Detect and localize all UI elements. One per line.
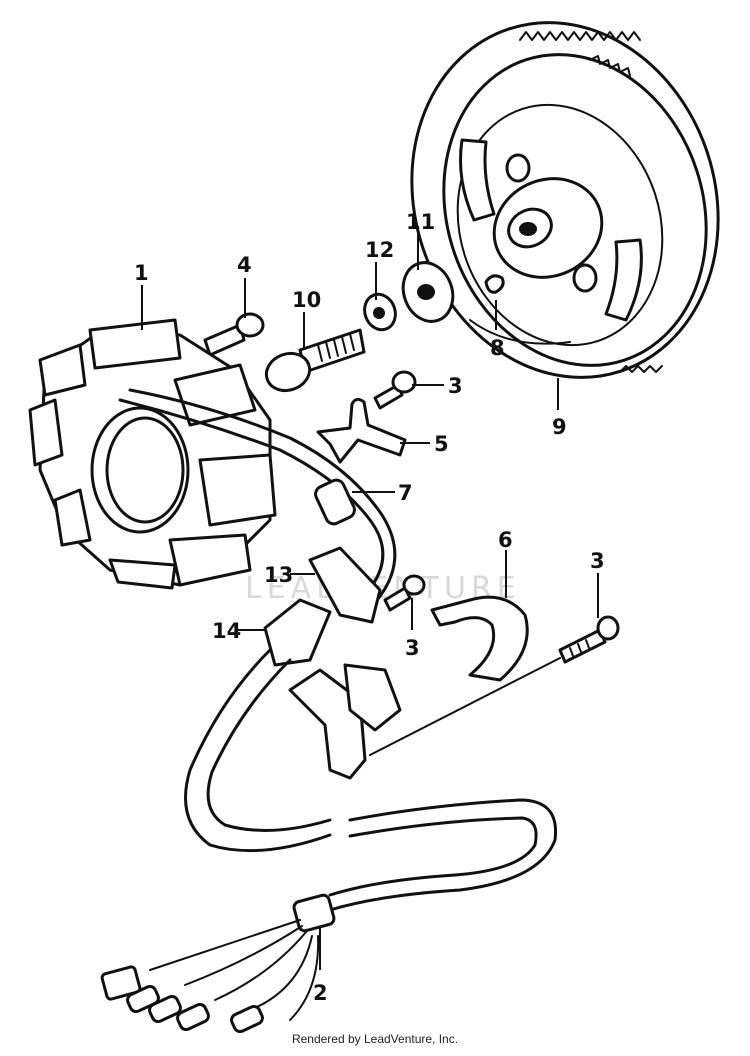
callout-part-10: 10 [292, 288, 321, 312]
wire-harness [100, 388, 558, 1034]
callout-part-8: 8 [490, 336, 505, 360]
washer-part-11 [401, 261, 455, 323]
callout-part-3b: 3 [405, 636, 420, 660]
flywheel-part-9 [410, 21, 720, 379]
callout-part-14: 14 [212, 619, 241, 643]
nut-part-12 [363, 292, 397, 332]
woodruff-key-part-8 [484, 274, 505, 294]
callout-part-6: 6 [498, 528, 513, 552]
stator-part-1 [28, 318, 277, 590]
callout-part-3a: 3 [448, 374, 463, 398]
bracket-part-6 [430, 595, 529, 682]
callout-part-7: 7 [398, 481, 413, 505]
callout-part-2: 2 [313, 981, 328, 1005]
callout-part-4: 4 [237, 253, 252, 277]
leader-lines [141, 234, 599, 970]
screw-part-4 [203, 312, 265, 357]
screw-part-3-upper [373, 370, 417, 410]
bolt-part-10 [264, 328, 366, 393]
callout-part-12: 11 [406, 210, 435, 234]
screw-part-3-right [558, 615, 620, 664]
callout-part-11: 12 [365, 238, 394, 262]
callout-part-13: 13 [264, 563, 293, 587]
callout-part-9: 9 [552, 415, 567, 439]
pulser-coil [288, 663, 402, 780]
render-credit: Rendered by LeadVenture, Inc. [291, 1032, 459, 1046]
clamp-part-5 [316, 397, 407, 464]
assembly-line [369, 657, 561, 756]
screw-part-3-middle [383, 574, 426, 612]
callout-part-1: 1 [134, 261, 149, 285]
callout-part-5: 5 [434, 432, 449, 456]
callout-part-3c: 3 [590, 549, 605, 573]
